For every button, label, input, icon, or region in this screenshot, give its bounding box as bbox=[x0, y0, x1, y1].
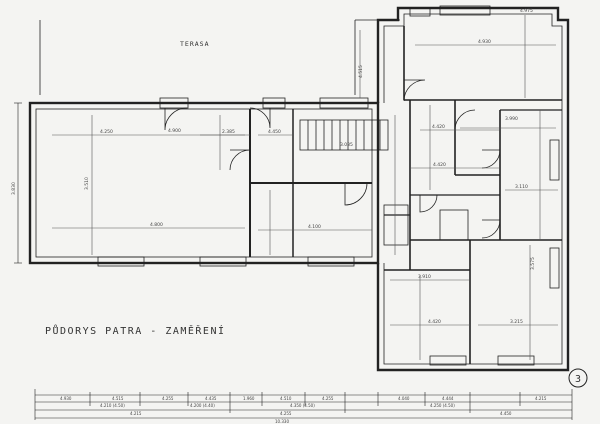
sheet-number-circle bbox=[568, 368, 588, 388]
door-swing bbox=[454, 109, 476, 131]
svg-text:4.900: 4.900 bbox=[168, 128, 181, 134]
right-block-outer-wall bbox=[376, 6, 570, 372]
door-swing bbox=[249, 107, 271, 129]
svg-text:4.215: 4.215 bbox=[535, 396, 547, 401]
window bbox=[199, 256, 247, 267]
svg-text:4.435: 4.435 bbox=[205, 396, 217, 401]
door-swing bbox=[164, 107, 188, 131]
svg-text:1.960: 1.960 bbox=[243, 396, 255, 401]
svg-text:4.255: 4.255 bbox=[322, 396, 334, 401]
door-swing bbox=[229, 149, 251, 171]
svg-text:4.255: 4.255 bbox=[280, 411, 292, 416]
window bbox=[319, 97, 369, 109]
door-swing bbox=[419, 194, 438, 213]
svg-text:3.990: 3.990 bbox=[505, 116, 518, 122]
svg-text:4.250: 4.250 bbox=[100, 129, 113, 135]
svg-text:4.510: 4.510 bbox=[280, 396, 292, 401]
window bbox=[307, 256, 355, 267]
sheet-number: 3 bbox=[575, 374, 581, 385]
svg-text:4.215: 4.215 bbox=[130, 411, 142, 416]
window bbox=[497, 355, 535, 366]
svg-text:3.510: 3.510 bbox=[84, 177, 90, 190]
bottom-dimension-chain bbox=[34, 389, 573, 420]
terrace-label: TERASA bbox=[180, 40, 209, 48]
svg-text:4.210 (4.50): 4.210 (4.50) bbox=[100, 403, 125, 408]
svg-text:4.975: 4.975 bbox=[520, 8, 533, 14]
svg-text:4.515: 4.515 bbox=[358, 65, 364, 78]
window bbox=[429, 355, 467, 366]
window bbox=[549, 139, 560, 181]
svg-text:4.420: 4.420 bbox=[428, 319, 441, 325]
drawing-title: PŮDORYS PATRA - ZAMĚŘENÍ bbox=[45, 324, 226, 337]
svg-text:3.830: 3.830 bbox=[11, 182, 17, 195]
window bbox=[159, 97, 189, 109]
svg-text:4.444: 4.444 bbox=[442, 396, 454, 401]
svg-text:4.930: 4.930 bbox=[60, 396, 72, 401]
svg-text:4.515: 4.515 bbox=[112, 396, 124, 401]
main-block-outer-wall bbox=[28, 101, 380, 265]
svg-text:4.450: 4.450 bbox=[268, 129, 281, 135]
svg-text:4.930: 4.930 bbox=[478, 39, 491, 45]
staircase bbox=[299, 119, 389, 151]
window bbox=[97, 256, 145, 267]
svg-text:4.420: 4.420 bbox=[432, 124, 445, 130]
svg-text:4.200 (4.40): 4.200 (4.40) bbox=[190, 403, 215, 408]
svg-text:10.330: 10.330 bbox=[275, 419, 289, 424]
svg-text:4.420: 4.420 bbox=[433, 162, 446, 168]
svg-text:4.255: 4.255 bbox=[162, 396, 174, 401]
svg-text:4.250 (4.50): 4.250 (4.50) bbox=[430, 403, 455, 408]
svg-text:4.040: 4.040 bbox=[398, 396, 410, 401]
door-swing bbox=[403, 79, 426, 102]
window bbox=[262, 97, 286, 109]
door-swing bbox=[481, 149, 501, 169]
svg-text:3.575: 3.575 bbox=[530, 257, 536, 270]
svg-text:4.350 (4.50): 4.350 (4.50) bbox=[290, 403, 315, 408]
door-swing bbox=[481, 219, 501, 239]
svg-text:3.215: 3.215 bbox=[510, 319, 523, 325]
svg-text:3.035: 3.035 bbox=[340, 142, 353, 148]
window bbox=[409, 7, 431, 17]
door-swing bbox=[344, 182, 368, 206]
svg-text:2.385: 2.385 bbox=[222, 129, 235, 135]
window bbox=[549, 247, 560, 289]
window bbox=[439, 5, 491, 16]
svg-text:4.800: 4.800 bbox=[150, 222, 163, 228]
svg-text:3.910: 3.910 bbox=[418, 274, 431, 280]
svg-text:3.110: 3.110 bbox=[515, 184, 528, 190]
svg-text:4.100: 4.100 bbox=[308, 224, 321, 230]
svg-text:4.450: 4.450 bbox=[500, 411, 512, 416]
